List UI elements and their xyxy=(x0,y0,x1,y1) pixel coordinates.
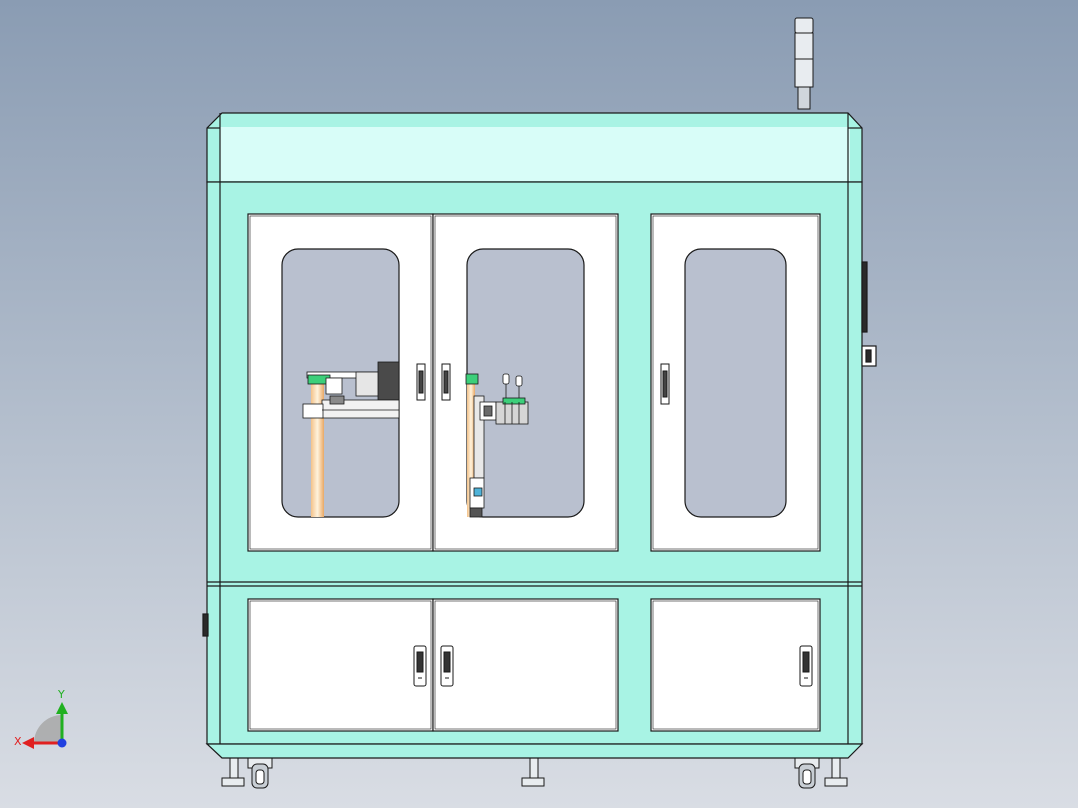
triad-arc xyxy=(34,715,62,743)
internal-mechanism xyxy=(302,361,529,518)
caster-left xyxy=(247,757,273,789)
upper-door-handles xyxy=(416,363,670,405)
x-axis-label: X xyxy=(14,735,22,748)
handle-upper-middle xyxy=(441,363,451,401)
lower-door-left xyxy=(247,598,434,732)
axis-triad[interactable]: X Y xyxy=(14,688,68,749)
caster-right xyxy=(794,757,820,789)
window-middle xyxy=(466,248,585,518)
y-axis-label: Y xyxy=(57,688,65,701)
lower-doors xyxy=(247,598,821,732)
lower-door-middle xyxy=(432,598,619,732)
signal-tower xyxy=(794,17,814,110)
handle-upper-left xyxy=(416,363,426,401)
handle-lower-right xyxy=(799,645,813,687)
lower-door-handles xyxy=(413,645,813,687)
machine-base-hardware xyxy=(221,757,848,789)
window-right xyxy=(684,248,787,518)
bottom-skirt xyxy=(205,743,864,759)
handle-lower-left xyxy=(413,645,427,687)
z-axis-dot xyxy=(57,738,67,748)
lower-door-right xyxy=(650,598,821,732)
handle-lower-middle xyxy=(440,645,454,687)
handle-upper-right xyxy=(660,363,670,405)
